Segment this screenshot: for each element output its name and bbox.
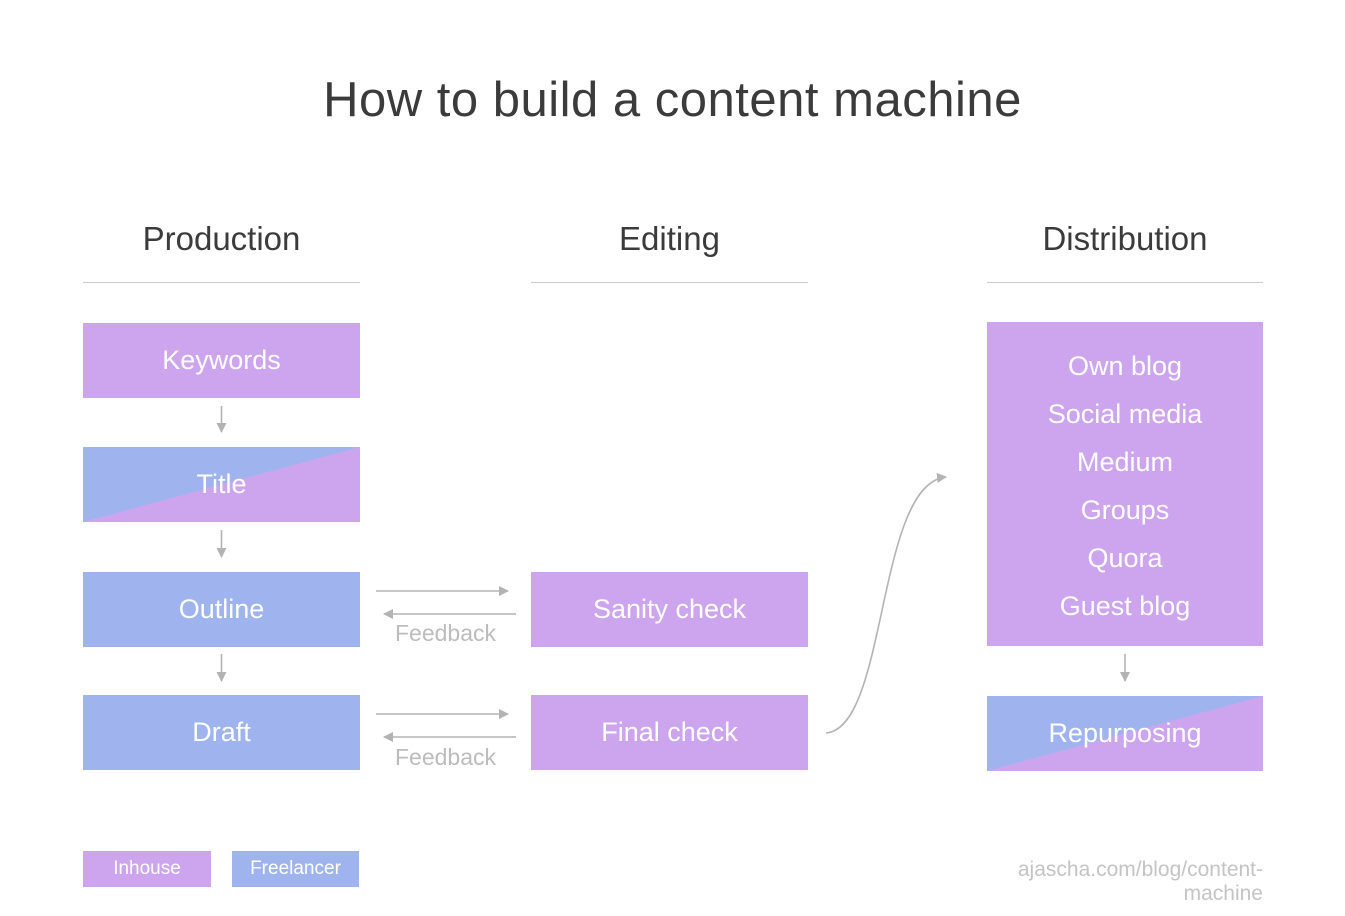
box-draft: Draft xyxy=(83,695,360,770)
box-keywords: Keywords xyxy=(83,323,360,398)
box-final-check-label: Final check xyxy=(601,717,738,747)
legend-freelancer: Freelancer xyxy=(232,851,359,887)
channel-quora: Quora xyxy=(1087,543,1163,573)
page-title: How to build a content machine xyxy=(323,73,1022,127)
channel-own-blog: Own blog xyxy=(1067,351,1183,381)
box-outline-label: Outline xyxy=(178,594,265,624)
channel-medium: Medium xyxy=(1076,447,1174,477)
column-header-editing-label: Editing xyxy=(619,220,720,257)
box-distribution-channels: Own blog Social media Medium Groups Quor… xyxy=(987,322,1263,646)
column-header-editing: Editing xyxy=(531,220,808,283)
channel-social-media: Social media xyxy=(1047,399,1203,429)
box-title: Title xyxy=(83,447,360,522)
box-keywords-label: Keywords xyxy=(162,345,281,375)
curve-final-check-to-distribution xyxy=(825,472,947,734)
feedback-label-draft: Feedback xyxy=(394,744,496,770)
box-repurposing: Repurposing xyxy=(987,696,1263,771)
footer-url: ajascha.com/blog/content-machine xyxy=(1017,858,1263,905)
column-header-production: Production xyxy=(83,220,360,283)
box-final-check: Final check xyxy=(531,695,808,770)
box-title-label: Title xyxy=(196,469,247,499)
box-draft-label: Draft xyxy=(192,717,251,747)
box-sanity-check: Sanity check xyxy=(531,572,808,647)
box-outline: Outline xyxy=(83,572,360,647)
channel-groups: Groups xyxy=(1080,495,1170,525)
box-repurposing-label: Repurposing xyxy=(1048,718,1202,748)
box-sanity-check-label: Sanity check xyxy=(592,594,747,624)
feedback-label-outline: Feedback xyxy=(394,620,496,646)
column-header-production-label: Production xyxy=(142,220,301,257)
channel-guest-blog: Guest blog xyxy=(1059,591,1191,621)
legend-inhouse: Inhouse xyxy=(83,851,211,887)
column-header-distribution-label: Distribution xyxy=(1042,220,1208,257)
column-header-distribution: Distribution xyxy=(987,220,1263,283)
